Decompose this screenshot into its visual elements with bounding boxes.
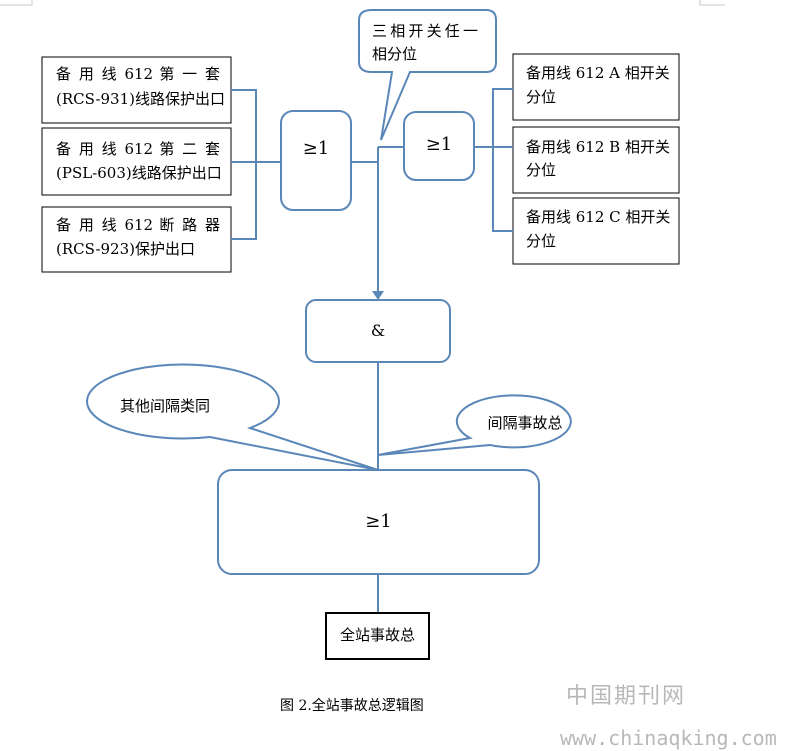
input-right-c-line2: 分位 (526, 232, 557, 250)
callout-bay-total-label: 间隔事故总 (487, 414, 563, 432)
watermark-url: www.chinaqking.com (560, 726, 777, 750)
input-box-right-a (512, 53, 680, 121)
output-label: 全站事故总 (339, 626, 415, 644)
left-connectors (231, 89, 281, 240)
and-gate-label: & (370, 321, 386, 340)
input-right-a-line2: 分位 (526, 88, 557, 106)
callout-three-phase-line1: 三相开关任一 (372, 22, 478, 40)
input-left-2-line2: (PSL-603)线路保护出口 (56, 164, 222, 182)
input-box-left-1 (41, 56, 232, 124)
center-connectors (351, 146, 404, 292)
callout-other-bays-label: 其他间隔类同 (119, 397, 210, 415)
watermark-cn: 中国期刊网 (566, 684, 687, 709)
or-gate-left-label: ≥1 (302, 138, 330, 159)
input-left-1-line2: (RCS-931)线路保护出口 (56, 90, 225, 108)
callout-other-bays (86, 363, 379, 471)
input-left-1-line1: 备 用 线 612 第 一 套 (56, 65, 220, 83)
input-right-b-line1: 备用线 612 B 相开关 (526, 138, 670, 156)
or-gate-final-label: ≥1 (365, 511, 392, 532)
output-box (325, 612, 430, 660)
input-box-left-2 (41, 127, 232, 196)
or-gate-left (280, 110, 352, 211)
input-box-right-b (512, 126, 680, 194)
corner-mark-right (699, 0, 725, 6)
input-right-a-line1: 备用线 612 A 相开关 (526, 64, 670, 82)
callout-three-phase (358, 9, 497, 141)
figure-caption: 图 2.全站事故总逻辑图 (280, 698, 424, 714)
or-gate-right-label: ≥1 (425, 134, 453, 155)
corner-mark-left (0, 0, 33, 6)
input-left-3-line2: (RCS-923)保护出口 (56, 240, 195, 258)
input-right-b-line2: 分位 (526, 161, 557, 179)
arrow-head (372, 291, 384, 300)
callout-three-phase-line2: 相分位 (372, 45, 418, 63)
right-connectors (474, 88, 513, 232)
input-left-2-line1: 备 用 线 612 第 二 套 (56, 140, 220, 158)
input-left-3-line1: 备 用 线 612 断 路 器 (56, 216, 220, 234)
input-right-c-line1: 备用线 612 C 相开关 (526, 208, 671, 226)
input-box-left-3 (41, 206, 232, 273)
callout-bay-total (377, 394, 572, 456)
input-box-right-c (512, 197, 680, 265)
